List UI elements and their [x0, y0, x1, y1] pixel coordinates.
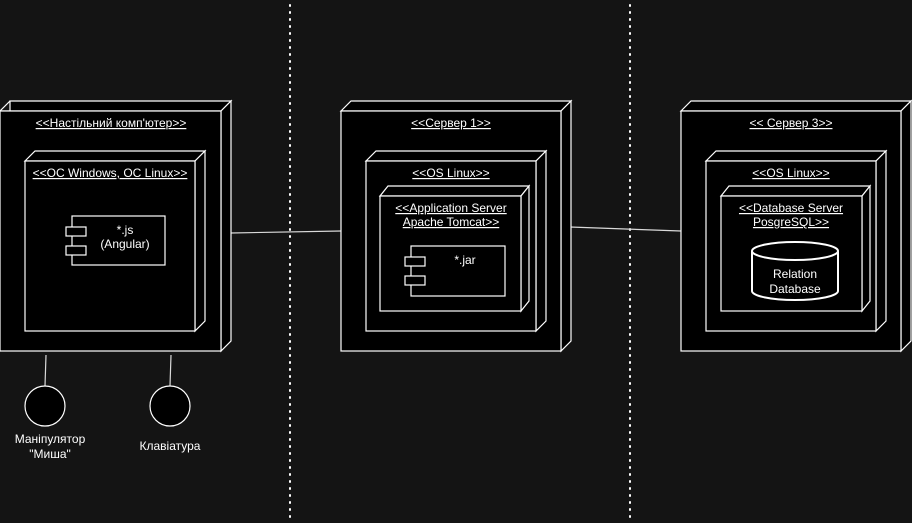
node-desktop-side: [220, 99, 232, 353]
database-label-line2: Database: [769, 282, 821, 296]
device-mouse-label-line1: Маніпулятор: [15, 432, 86, 446]
device-mouse-label-line2: "Миша": [29, 447, 71, 461]
connector-server1-server3: [569, 226, 682, 232]
node-server1-os[interactable]: <<OS Linux>> <<Application Server Apache…: [364, 149, 548, 333]
connector-desktop-mouse: [44, 354, 47, 387]
node-desktop[interactable]: <<Настільний комп'ютер>> <<ОС Windows, О…: [0, 99, 233, 353]
connector-desktop-keyboard: [169, 354, 172, 387]
node-server1-title: <<Сервер 1>>: [411, 116, 491, 130]
node-desktop-os[interactable]: <<ОС Windows, ОС Linux>> *.js (Angular): [23, 149, 207, 333]
device-keyboard[interactable]: Клавіатура: [140, 385, 201, 453]
database-cylinder-icon[interactable]: Relation Database: [751, 241, 839, 301]
device-circle-icon: [24, 385, 66, 427]
connector-desktop-server1: [230, 230, 342, 234]
node-server3-title: << Сервер 3>>: [750, 116, 833, 130]
db-server-label-line2: PosgreSQL>>: [753, 215, 829, 229]
node-server3-os-label: <<OS Linux>>: [752, 166, 829, 180]
device-circle-icon: [149, 385, 191, 427]
component-js-name: *.js: [117, 223, 134, 237]
app-server-label-line1: <<Application Server: [395, 201, 506, 215]
uml-component-icon: [404, 256, 426, 286]
node-server1-os-label: <<OS Linux>>: [412, 166, 489, 180]
device-keyboard-label: Клавіатура: [140, 439, 201, 453]
component-js-framework: (Angular): [100, 237, 149, 251]
uml-component-icon: [65, 226, 87, 256]
db-server-label-line1: <<Database Server: [739, 201, 843, 215]
node-server3[interactable]: << Сервер 3>> <<OS Linux>> <<Database Se…: [679, 99, 912, 353]
node-server1[interactable]: <<Сервер 1>> <<OS Linux>> <<Application …: [339, 99, 573, 353]
node-desktop-title: <<Настільний комп'ютер>>: [36, 116, 187, 130]
node-desktop-os-label: <<ОС Windows, ОС Linux>>: [33, 166, 188, 180]
app-server-tomcat[interactable]: <<Application Server Apache Tomcat>> *.j…: [378, 184, 531, 313]
component-jar[interactable]: *.jar: [404, 245, 506, 297]
database-label-line1: Relation: [773, 267, 817, 281]
component-js[interactable]: *.js (Angular): [65, 215, 166, 266]
component-jar-name: *.jar: [454, 253, 475, 267]
db-server-postgres[interactable]: <<Database Server PosgreSQL>> Relation D…: [719, 184, 872, 313]
device-mouse[interactable]: Маніпулятор "Миша": [15, 385, 86, 461]
app-server-label-line2: Apache Tomcat>>: [403, 215, 500, 229]
node-server3-os[interactable]: <<OS Linux>> <<Database Server PosgreSQL…: [704, 149, 888, 333]
